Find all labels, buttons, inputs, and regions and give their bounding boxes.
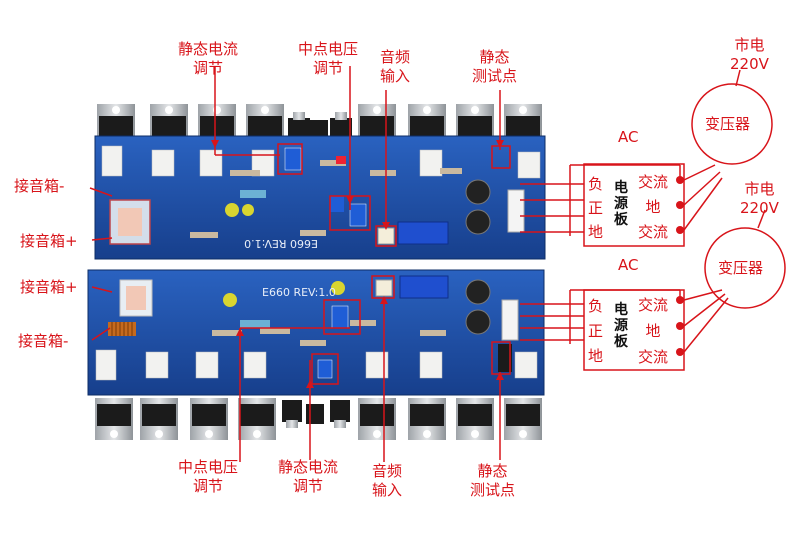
top-psu-ac1: 交流 <box>638 173 669 191</box>
top-psu-title-2: 源 <box>614 196 628 212</box>
top-psu-title-3: 板 <box>614 212 628 228</box>
top-psu-right-terminals: 交流 地 交流 <box>638 170 668 245</box>
top-bias-adjust-label: 静态电流 调节 <box>178 40 238 78</box>
top-psu-ac2: 交流 <box>638 223 669 241</box>
top-audio-line2: 输入 <box>380 67 411 85</box>
bottom-silkscreen-text: E660 REV:1.0 <box>262 286 336 299</box>
top-ac-label: AC <box>618 128 639 146</box>
top-mains-line1: 市电 <box>734 36 765 54</box>
bottom-psu-title-3: 板 <box>614 334 628 350</box>
bottom-transistor-row <box>95 398 542 440</box>
bottom-mains-line1: 市电 <box>744 180 775 198</box>
bottom-psu-title-1: 电 <box>614 302 628 318</box>
bottom-speaker-neg-label: 接音箱- <box>18 332 69 350</box>
bottom-psu-ground: 地 <box>645 322 661 340</box>
top-speaker-pos-label: 接音箱+ <box>20 232 78 250</box>
bottom-psu-left-terminals: 负 正 地 <box>588 294 603 369</box>
top-bias-adjust-line2: 调节 <box>193 59 224 77</box>
top-test-point-label: 静态 测试点 <box>472 48 517 86</box>
bottom-test-line1: 静态 <box>477 462 508 480</box>
bottom-psu-right-terminals: 交流 地 交流 <box>638 292 668 370</box>
bottom-psu-title: 电 源 板 <box>614 302 628 350</box>
top-silkscreen-text: E660 REV:1.0 <box>244 237 318 250</box>
top-audio-line1: 音频 <box>380 48 411 66</box>
top-psu-title-1: 电 <box>614 180 628 196</box>
top-psu-left-terminals: 负 正 地 <box>588 172 603 244</box>
top-pcb: E660 REV:1.0 <box>94 104 546 260</box>
bottom-bias-adjust-label: 静态电流 调节 <box>278 458 338 496</box>
bottom-ac-label: AC <box>618 256 639 274</box>
bottom-audio-input-label: 音频 输入 <box>372 462 402 500</box>
top-psu-neg: 负 <box>588 175 604 193</box>
bottom-midpoint-line1: 中点电压 <box>178 458 239 476</box>
bottom-psu-title-2: 源 <box>614 318 628 334</box>
top-midpoint-line1: 中点电压 <box>298 40 359 58</box>
top-test-line2: 测试点 <box>472 67 518 85</box>
bottom-midpoint-adjust-label: 中点电压 调节 <box>178 458 238 496</box>
annotation-dots <box>211 140 684 388</box>
bottom-pcb: E660 REV:1.0 <box>87 269 545 440</box>
bottom-psu-gnd: 地 <box>588 347 604 365</box>
bottom-psu-ac1: 交流 <box>638 296 669 314</box>
bottom-bias-line1: 静态电流 <box>278 458 339 476</box>
top-speaker-neg-label: 接音箱- <box>14 177 65 195</box>
top-psu-gnd: 地 <box>588 223 604 241</box>
bottom-psu-neg: 负 <box>588 297 604 315</box>
bottom-bias-line2: 调节 <box>293 477 324 495</box>
bottom-audio-line1: 音频 <box>372 462 403 480</box>
bottom-speaker-pos-label: 接音箱+ <box>20 278 78 296</box>
bottom-test-line2: 测试点 <box>470 481 516 499</box>
top-mains-label: 市电 220V <box>730 36 769 74</box>
bottom-audio-line2: 输入 <box>372 481 403 499</box>
top-bias-adjust-line1: 静态电流 <box>178 40 239 58</box>
bottom-mains-line2: 220V <box>740 199 779 217</box>
bottom-psu-pos: 正 <box>588 322 604 340</box>
bottom-mains-label: 市电 220V <box>740 180 779 218</box>
bottom-psu-ac2: 交流 <box>638 348 669 366</box>
top-psu-pos: 正 <box>588 199 604 217</box>
top-midpoint-adjust-label: 中点电压 调节 <box>298 40 358 78</box>
top-psu-ground: 地 <box>645 198 661 216</box>
top-mains-line2: 220V <box>730 55 769 73</box>
bottom-transformer-label: 变压器 <box>718 259 764 277</box>
top-psu-title: 电 源 板 <box>614 180 628 228</box>
bottom-test-point-label: 静态 测试点 <box>470 462 515 500</box>
top-midpoint-line2: 调节 <box>313 59 344 77</box>
top-audio-input-label: 音频 输入 <box>380 48 410 86</box>
top-test-line1: 静态 <box>479 48 510 66</box>
bottom-midpoint-line2: 调节 <box>193 477 224 495</box>
top-transformer-label: 变压器 <box>705 115 751 133</box>
